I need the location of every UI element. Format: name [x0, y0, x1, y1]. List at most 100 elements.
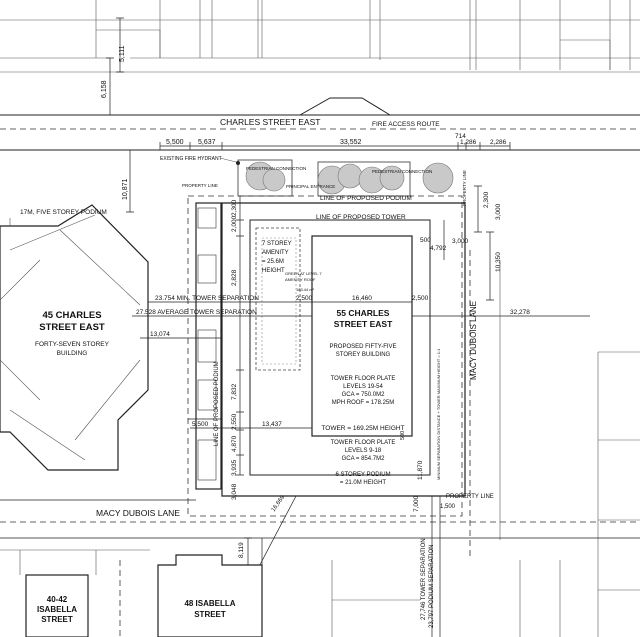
dim-1500: 1,500 [440, 504, 456, 510]
south-b2-line2: STREET [194, 610, 226, 619]
west-podium-label: 17M, FIVE STOREY PODIUM [20, 209, 107, 216]
dim-2500-a: 2,500 [296, 295, 313, 302]
tree-icon [337, 163, 363, 189]
tree-icon [262, 168, 286, 192]
dim-2000: 2,000 [231, 215, 238, 232]
dim-2828: 2,828 [231, 269, 238, 286]
dim-10350: 10,350 [495, 252, 502, 272]
dim-1286: 1,286 [460, 139, 477, 146]
amenity-line-3: = 25.6M [262, 259, 284, 265]
hydrant-label: EXISTING FIRE HYDRANT [160, 156, 222, 162]
tower-name-1: 55 CHARLES [337, 308, 390, 318]
top-dimension-line: 5,500 5,637 33,552 714 1,286 2,286 [159, 133, 511, 150]
south-b1-line3: STREET [41, 615, 73, 624]
dim-11870: 11,870 [417, 460, 424, 480]
amenity-line-4: HEIGHT [262, 268, 285, 274]
dim-3048: 3,048 [231, 483, 238, 500]
dim-4870: 4,870 [231, 435, 238, 452]
fire-hydrant-icon [236, 161, 240, 165]
dim-5637: 5,637 [198, 139, 216, 146]
dim-2550: 2,550 [231, 413, 238, 430]
avg-separation: 27.528 AVERAGE TOWER SEPARATION [136, 309, 257, 316]
separation-dims: 23.754 MIN. TOWER SEPARATION 27.528 AVER… [132, 295, 590, 429]
fire-route-label: FIRE ACCESS ROUTE [372, 121, 440, 128]
east-context [597, 351, 640, 637]
tower-plate-3: GCA = 750.0M2 [342, 392, 386, 398]
south-separation: 16,669 27,746 TOWER SEPARATION 23,797 PO… [238, 494, 441, 637]
property-line [187, 195, 463, 517]
ped-conn-right: PEDESTRIAN CONNECTION [372, 169, 432, 174]
amenity-line-1: 7 STOREY [262, 241, 292, 247]
property-line-ne: PROPERTY LINE [462, 170, 467, 206]
dim-16669: 16,669 [271, 494, 287, 513]
north-context-buildings [0, 0, 640, 73]
tower-desc-2: STOREY BUILDING [336, 352, 391, 358]
tower-name-2: STREET EAST [334, 319, 393, 329]
dim-13437: 13,437 [262, 421, 282, 428]
amenity-roof-2: AMENITY ROOF [285, 277, 316, 282]
west-building-name-1: 45 CHARLES [42, 310, 101, 321]
west-building-desc-2: BUILDING [57, 350, 88, 357]
ped-conn-left: PEDESTRIAN CONNECTION [246, 166, 306, 171]
dim-2300-b: 2,300 [483, 191, 490, 208]
dim-3000-b: 3,000 [495, 203, 502, 220]
principal-entrance-label: PRINCIPAL ENTRANCE [286, 184, 335, 189]
tower-plate-b3: GCA = 854.7M2 [342, 456, 386, 462]
dim-13074: 13,074 [150, 331, 170, 338]
min-separation: 23.754 MIN. TOWER SEPARATION [155, 295, 259, 302]
dim-3000-a: 3,000 [452, 238, 469, 245]
property-line-se: PROPERTY LINE [446, 494, 494, 500]
south-tower-separation: 27,746 TOWER SEPARATION [421, 538, 427, 620]
dim-7832: 7,832 [231, 383, 238, 400]
tree-icon [379, 165, 405, 191]
dim-10871: 10,871 [122, 178, 129, 200]
tower-plate-4: MPH ROOF = 178.25M [332, 400, 395, 406]
south-b2-line1: 48 ISABELLA [184, 599, 235, 608]
dim-7000: 7,000 [413, 495, 420, 512]
south-b1-line1: 40-42 [47, 595, 68, 604]
dim-32278: 32,278 [510, 309, 530, 316]
dim-3935: 3,935 [231, 459, 238, 476]
south-b1-line2: ISABELLA [37, 605, 77, 614]
dim-714: 714 [455, 133, 466, 140]
south-buildings: 40-42 ISABELLA STREET 48 ISABELLA STREET [0, 549, 561, 637]
dim-2500-b: 2,500 [412, 295, 429, 302]
dim-500-b: 500 [400, 431, 406, 440]
street-label-east: MACY DUBOIS LANE [469, 301, 478, 380]
north-small-dims: 6,158 5,111 [101, 17, 126, 116]
dim-33552: 33,552 [340, 139, 362, 146]
amenity-roof-area: 183.44 m² [296, 287, 315, 292]
amenity-line-2: AMENITY [262, 250, 289, 256]
property-line-nw: PROPERTY LINE [182, 183, 218, 188]
dim-5111: 5,111 [119, 45, 126, 62]
amenity-roof-1: GREEN AT LEVEL 7 [285, 271, 322, 276]
west-building-name-2: STREET EAST [39, 322, 105, 333]
tower-plate-1: TOWER FLOOR PLATE [331, 376, 396, 382]
west-building: 17M, FIVE STOREY PODIUM 45 CHARLES STREE… [0, 204, 149, 471]
dim-6158: 6,158 [101, 80, 108, 98]
tower-desc-1: PROPOSED FIFTY-FIVE [329, 344, 396, 350]
west-building-desc-1: FORTY-SEVEN STOREY [35, 341, 110, 348]
street-label-north: CHARLES STREET EAST [220, 117, 320, 127]
proposed-tower: LINE OF PROPOSED TOWER 7 STOREY AMENITY … [249, 214, 431, 486]
dim-5500: 5,500 [166, 139, 184, 146]
tower-plate-b2: LEVELS 9-18 [345, 448, 382, 454]
street-label-south: MACY DUBOIS LANE [96, 508, 180, 518]
dim-2286: 2,286 [490, 139, 507, 146]
tree-icon [422, 162, 454, 194]
dim-500-a: 500 [420, 237, 431, 244]
dim-8119: 8,119 [238, 542, 245, 558]
dim-2300-a: 2,300 [231, 199, 238, 216]
street-trees [237, 159, 454, 197]
podium-height-1: 6 STOREY PODIUM [335, 472, 390, 478]
setback-note: MINIMUM SEPARATION DISTANCE + TOWER MAXI… [436, 348, 441, 480]
proposed-podium: LINE OF PROPOSED PODIUM LINE OF PROPOSED… [195, 195, 466, 497]
podium-height-2: = 21.0M HEIGHT [340, 480, 387, 486]
tower-plate-b1: TOWER FLOOR PLATE [331, 440, 396, 446]
inner-dims: 2,300 2,000 2,828 7,832 2,550 4,870 3,93… [231, 185, 502, 512]
north-site-labels: EXISTING FIRE HYDRANT PEDESTRIAN CONNECT… [160, 156, 467, 206]
line-tower-label: LINE OF PROPOSED TOWER [316, 214, 406, 221]
line-podium-vertical-label: LINE OF PROPOSED PODIUM [214, 361, 220, 446]
south-podium-separation: 23,797 PODIUM SEPARATION [429, 545, 435, 628]
